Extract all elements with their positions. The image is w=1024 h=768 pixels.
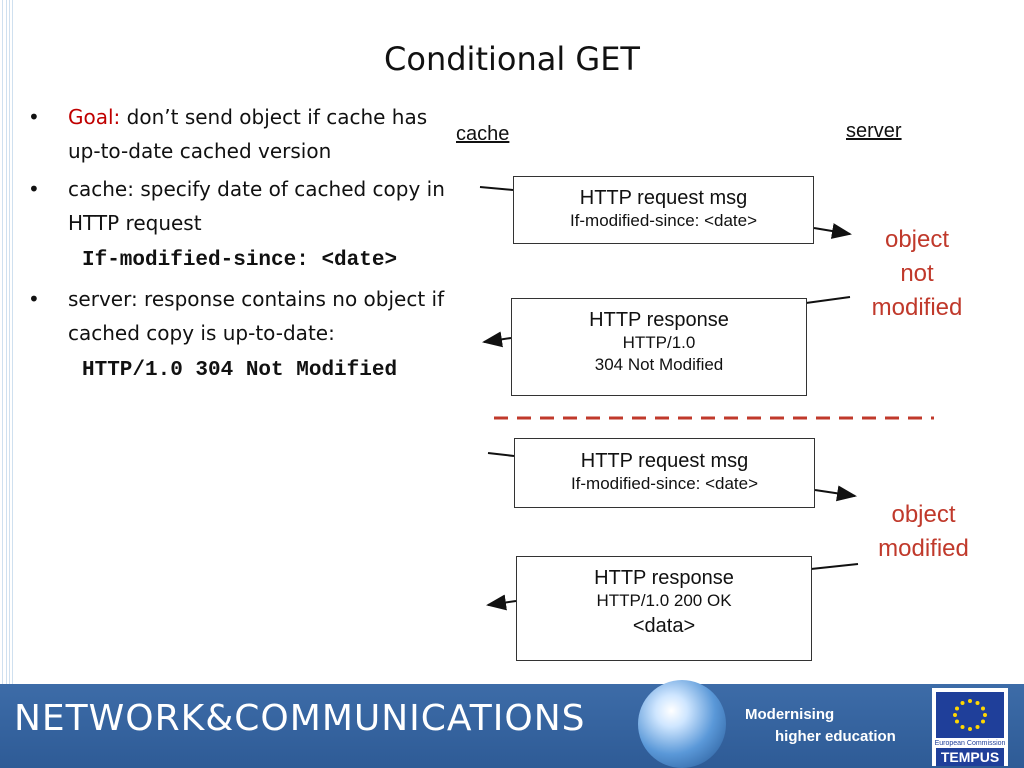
status-line: HTTP/1.0 (622, 333, 696, 352)
cache-label: cache (456, 123, 510, 145)
response-box-2: HTTP response HTTP/1.0 200 OK <data> (516, 556, 812, 661)
request-line: HTTP request msg (579, 187, 748, 209)
eu-flag-icon (936, 692, 1004, 738)
response-line: HTTP response (594, 567, 734, 589)
status-modified: object modified (878, 501, 969, 562)
request-box-2: HTTP request msg If-modified-since: <dat… (514, 438, 815, 508)
bullet-server: • server: response contains no object if… (28, 282, 448, 350)
footer-banner: NETWORK&COMMUNICATIONS (0, 684, 1024, 768)
tempus-text: TEMPUS (936, 748, 1004, 766)
response1-arrow-in (805, 296, 851, 304)
request1-arrow-out (813, 223, 852, 239)
cache-code: If-modified-since: <date> (82, 249, 398, 272)
data-line: <data> (632, 615, 696, 637)
status-message: 304 Not Modified (594, 355, 724, 374)
cache-text: cache: specify date of cached copy in HT… (68, 177, 445, 235)
header-line: If-modified-since: <date> (570, 474, 759, 493)
server-text: server: response contains no object if c… (68, 287, 445, 345)
server-code: HTTP/1.0 304 Not Modified (82, 359, 398, 382)
ec-text: European Commission (934, 740, 1006, 747)
bullet-cache: • cache: specify date of cached copy in … (28, 172, 448, 240)
left-decorative-stripes (0, 0, 14, 684)
slide-title: Conditional GET (384, 40, 640, 78)
status-not-modified: object not modified (871, 226, 963, 321)
bullet-dot: • (28, 105, 40, 129)
request1-arrow-in (479, 186, 514, 191)
tempus-logo: European Commission TEMPUS (932, 688, 1008, 766)
bullet-dot: • (28, 287, 40, 311)
message-arrows (479, 186, 934, 611)
status-line: HTTP/1.0 200 OK (596, 591, 732, 610)
response2-arrow-in (810, 563, 859, 570)
request2-arrow-out (814, 485, 857, 502)
response-line: HTTP response (589, 309, 729, 331)
goal-label: Goal: (68, 105, 121, 129)
server-label: server (846, 120, 902, 142)
footer-tagline: Modernising higher education (745, 706, 896, 745)
response1-arrow-out (482, 331, 512, 348)
response2-arrow-out (486, 594, 517, 611)
footer-title: NETWORK&COMMUNICATIONS (14, 698, 586, 739)
request2-arrow-in (487, 452, 515, 457)
request-box-1: HTTP request msg If-modified-since: <dat… (513, 176, 814, 244)
globe-logo-icon (638, 680, 726, 768)
header-line: If-modified-since: <date> (569, 211, 758, 230)
bullet-list: • Goal: don’t send object if cache has u… (28, 100, 448, 392)
request-line: HTTP request msg (580, 450, 749, 472)
bullet-dot: • (28, 177, 40, 201)
response-box-1: HTTP response HTTP/1.0 304 Not Modified (511, 298, 807, 396)
goal-text: don’t send object if cache has up-to-dat… (68, 105, 428, 163)
bullet-goal: • Goal: don’t send object if cache has u… (28, 100, 448, 168)
